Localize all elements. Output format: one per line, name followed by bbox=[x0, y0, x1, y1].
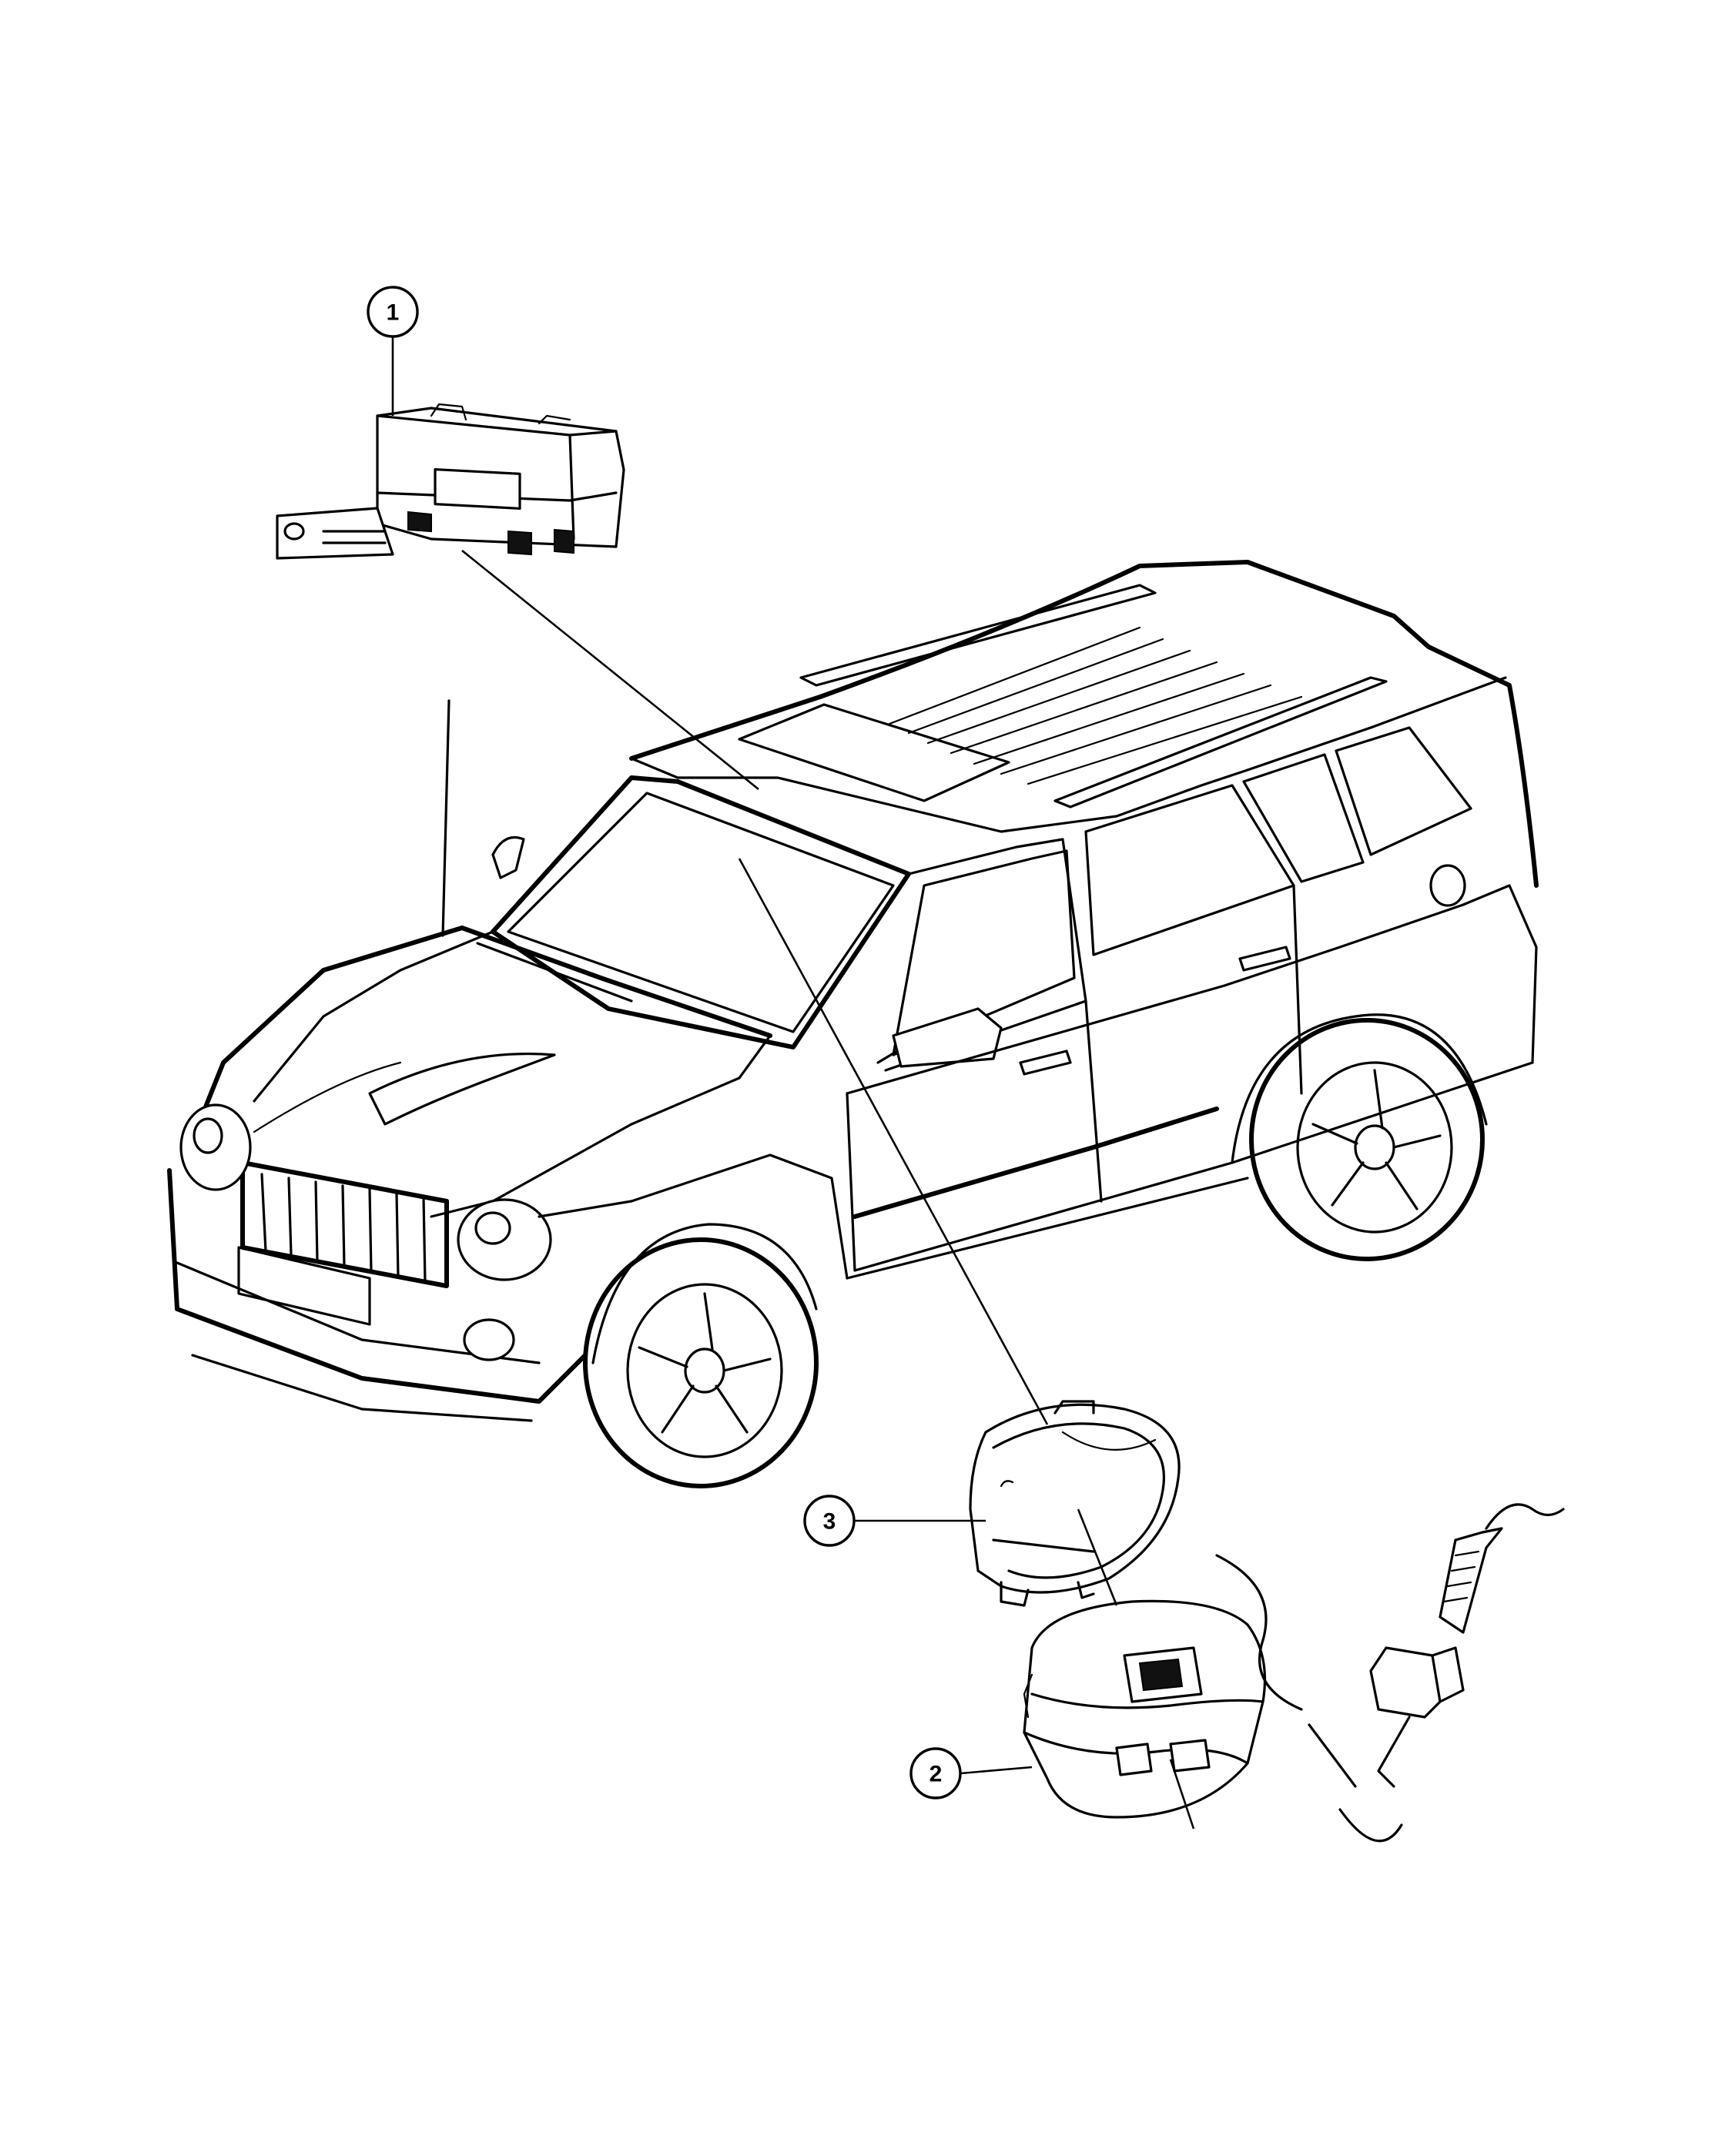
callout-3-label: 3 bbox=[823, 1509, 836, 1535]
callout-2: 2 bbox=[909, 1747, 962, 1799]
callout-1: 1 bbox=[367, 286, 419, 338]
callout-1-label: 1 bbox=[387, 300, 400, 326]
sensor-cover-icon bbox=[969, 1400, 1181, 1607]
suv-vehicle-icon bbox=[167, 560, 1539, 1488]
callout-2-label: 2 bbox=[929, 1762, 943, 1787]
callout-3: 3 bbox=[803, 1495, 856, 1547]
leader-lines bbox=[391, 337, 1195, 1830]
control-module-icon bbox=[276, 403, 625, 560]
rain-sensor-icon bbox=[1023, 1503, 1565, 1843]
